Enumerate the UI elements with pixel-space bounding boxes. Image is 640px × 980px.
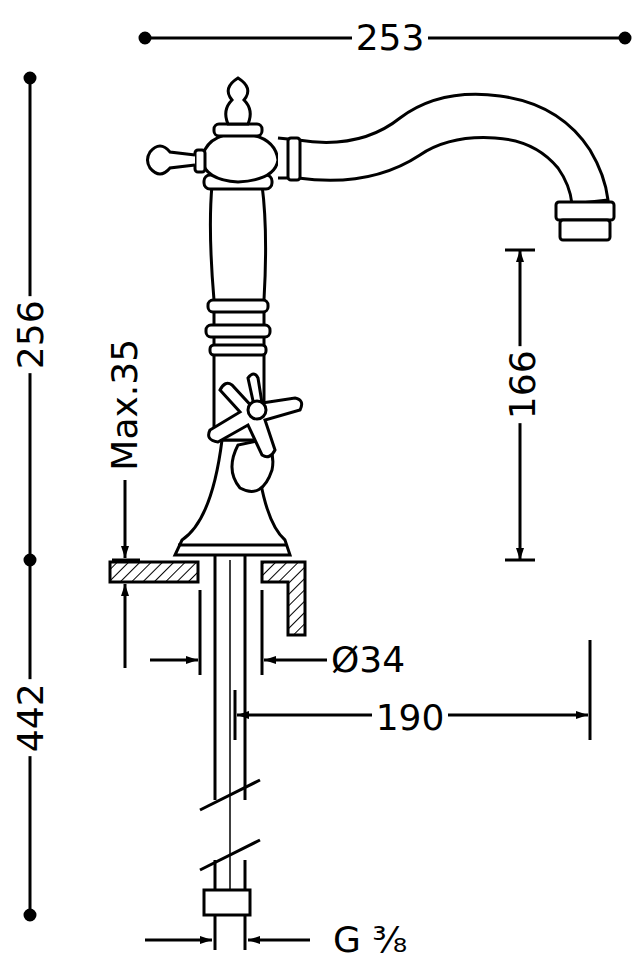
dimension-lines <box>25 33 630 950</box>
dimension-thread: G ³⁄₈ <box>329 920 411 960</box>
dimension-pipe-length: 442 <box>10 680 50 757</box>
supply-pipe <box>200 556 260 915</box>
dimension-max-thickness: Max.35 <box>105 335 145 475</box>
dimension-width: 253 <box>352 18 429 58</box>
faucet-body <box>148 78 615 555</box>
dimension-spout-reach: 190 <box>372 698 449 738</box>
dimension-spout-height: 166 <box>502 347 542 424</box>
dimension-hole-diameter: Ø34 <box>327 640 409 680</box>
dimension-height: 256 <box>10 297 50 374</box>
countertop <box>110 562 305 635</box>
